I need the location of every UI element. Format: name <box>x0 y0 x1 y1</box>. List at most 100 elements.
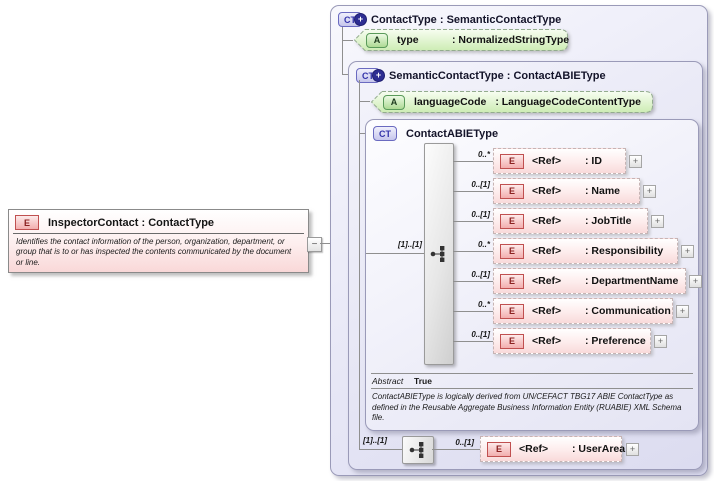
cardinality-label: 0..* <box>477 240 490 249</box>
contacttype-title: ContactType : SemanticContactType <box>371 13 562 26</box>
sequence-cardinality: [1]..[1] <box>363 436 387 445</box>
element-ref-name[interactable]: E <Ref> : Name <box>493 178 640 204</box>
expand-id-button[interactable]: + <box>629 155 642 168</box>
element-icon: E <box>15 215 39 230</box>
cardinality-label: 0..* <box>477 150 490 159</box>
contacttype-header: CT + ContactType : SemanticContactType <box>338 12 561 27</box>
abstract-label: Abstract <box>372 376 404 386</box>
cardinality-label: 0..[1] <box>471 180 490 189</box>
element-ref-label: <Ref> <box>519 443 549 455</box>
connector-line <box>366 253 424 254</box>
element-type-label: : Preference <box>585 335 646 347</box>
element-ref-label: <Ref> <box>532 305 562 317</box>
contactabietype-container: CT ContactABIEType [1]..[1] <box>365 119 702 431</box>
attribute-languagecode[interactable]: A languageCode : LanguageCodeContentType <box>370 90 654 114</box>
expand-jobtitle-button[interactable]: + <box>651 215 664 228</box>
inspector-contact-title: InspectorContact : ContactType <box>48 216 215 229</box>
element-type-label: : JobTitle <box>585 215 632 227</box>
element-type-label: : DepartmentName <box>585 275 679 287</box>
contactabietype-note: ContactABIEType is logically derived fro… <box>372 392 682 423</box>
expand-responsibility-button[interactable]: + <box>681 245 694 258</box>
element-ref-label: <Ref> <box>532 335 562 347</box>
ct-glyph: CT <box>344 14 356 25</box>
cardinality-label: 0..* <box>477 300 490 309</box>
sequence-compositor <box>402 436 434 464</box>
complextype-derived-icon: CT + <box>338 12 367 27</box>
element-icon: E <box>500 153 524 169</box>
ct-glyph: CT <box>362 70 374 81</box>
element-ref-responsibility[interactable]: E <Ref> : Responsibility <box>493 238 678 264</box>
complextype-derived-icon: CT + <box>356 68 385 83</box>
tree-line <box>342 40 353 41</box>
element-type-label: : Name <box>585 185 621 197</box>
tree-line <box>359 101 370 102</box>
element-icon: E <box>500 273 524 289</box>
tree-line <box>359 80 360 449</box>
semanticcontacttype-header: CT + SemanticContactType : ContactABIETy… <box>356 68 606 83</box>
element-ref-id[interactable]: E <Ref> : ID <box>493 148 626 174</box>
element-type-label: : Communication <box>585 305 671 317</box>
inspector-contact-description: Identifies the contact information of th… <box>16 237 292 267</box>
element-ref-departmentname[interactable]: E <Ref> : DepartmentName <box>493 268 686 294</box>
attribute-name: languageCode <box>414 96 487 108</box>
divider <box>371 388 693 389</box>
expand-name-button[interactable]: + <box>643 185 656 198</box>
element-ref-preference[interactable]: E <Ref> : Preference <box>493 328 651 354</box>
attribute-name: type <box>397 34 419 46</box>
expand-communication-button[interactable]: + <box>676 305 689 318</box>
element-ref-label: <Ref> <box>532 275 562 287</box>
attribute-icon: A <box>366 32 388 48</box>
plus-badge-icon: + <box>372 69 385 82</box>
collapse-toggle[interactable]: − <box>307 237 322 252</box>
inspector-contact-element[interactable]: E InspectorContact : ContactType Identif… <box>8 209 309 273</box>
tree-line <box>359 133 365 134</box>
semanticcontacttype-title: SemanticContactType : ContactABIEType <box>389 69 606 82</box>
inspector-contact-header: E InspectorContact : ContactType <box>9 210 308 232</box>
element-ref-label: <Ref> <box>532 155 562 167</box>
sequence-icon <box>430 246 445 262</box>
divider <box>13 233 304 234</box>
element-type-label: : ID <box>585 155 602 167</box>
tree-line <box>342 74 348 75</box>
sequence-icon <box>409 442 424 458</box>
attribute-tag-shape <box>353 29 568 51</box>
attribute-type-label: : LanguageCodeContentType <box>495 96 641 108</box>
cardinality-label: 0..[1] <box>471 270 490 279</box>
expand-userarea-button[interactable]: + <box>626 443 639 456</box>
element-icon: E <box>500 183 524 199</box>
divider <box>371 373 693 374</box>
element-ref-jobtitle[interactable]: E <Ref> : JobTitle <box>493 208 648 234</box>
contactabietype-header: CT ContactABIEType <box>373 126 498 141</box>
sequence-bar <box>424 143 454 365</box>
cardinality-label: 0..[1] <box>471 210 490 219</box>
connector-line <box>453 341 493 342</box>
element-ref-label: <Ref> <box>532 185 562 197</box>
attribute-type-label: : NormalizedStringType <box>452 34 570 46</box>
connector-line <box>453 161 493 162</box>
element-icon: E <box>500 333 524 349</box>
element-type-label: : UserArea <box>572 443 626 455</box>
tree-line <box>359 449 402 450</box>
cardinality-label: 0..[1] <box>471 330 490 339</box>
abstract-value: True <box>414 376 432 386</box>
connector-line <box>453 191 493 192</box>
contacttype-container: CT + ContactType : SemanticContactType A… <box>330 5 708 476</box>
element-ref-communication[interactable]: E <Ref> : Communication <box>493 298 673 324</box>
expand-preference-button[interactable]: + <box>654 335 667 348</box>
tree-line <box>342 27 343 74</box>
semanticcontacttype-container: CT + SemanticContactType : ContactABIETy… <box>348 61 703 470</box>
element-icon: E <box>500 213 524 229</box>
element-type-label: : Responsibility <box>585 245 664 257</box>
attribute-type[interactable]: A type : NormalizedStringType <box>353 28 569 52</box>
element-ref-userarea[interactable]: E <Ref> : UserArea <box>480 436 626 462</box>
ct-glyph: CT <box>379 128 391 139</box>
element-icon: E <box>500 243 524 259</box>
cardinality-label: 0..[1] <box>455 438 474 447</box>
sequence-cardinality: [1]..[1] <box>398 240 422 249</box>
contactabietype-title: ContactABIEType <box>406 127 499 140</box>
complextype-icon: CT <box>373 126 397 141</box>
element-ref-label: <Ref> <box>532 215 562 227</box>
attribute-icon: A <box>383 94 405 110</box>
expand-departmentname-button[interactable]: + <box>689 275 702 288</box>
